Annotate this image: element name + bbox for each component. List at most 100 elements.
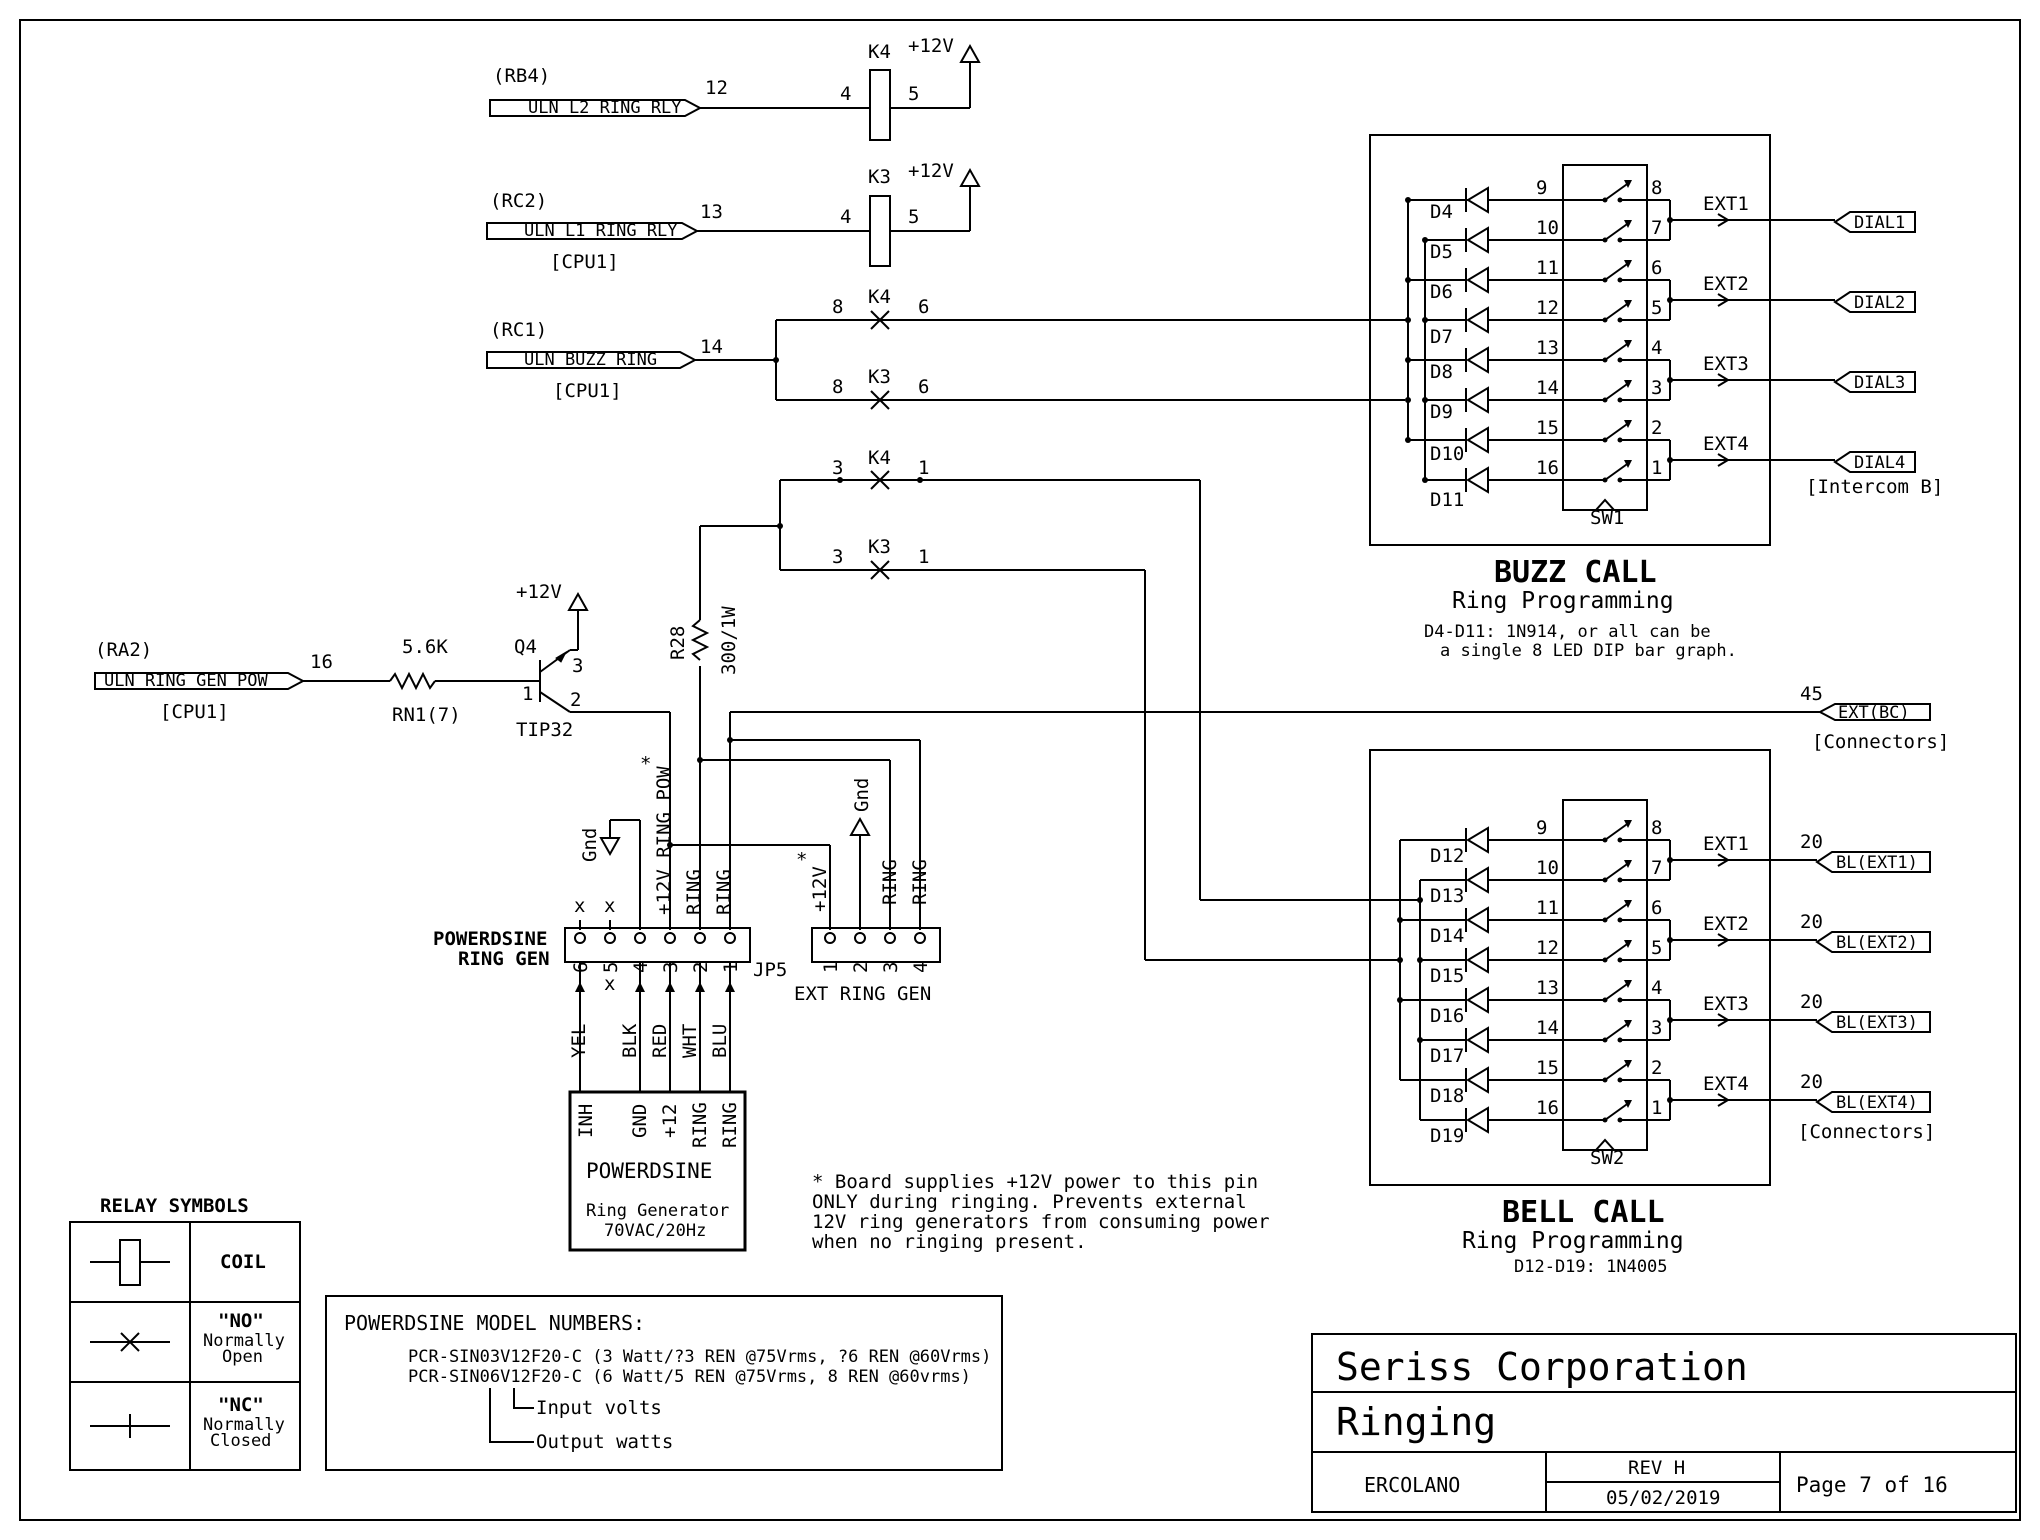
k4-bell-label: K4: [868, 447, 891, 469]
switch-row: 12 5: [1425, 297, 1670, 334]
input-ra2-pin: 16: [310, 651, 333, 673]
d11-label: D11: [1430, 489, 1464, 511]
switch-left-pin: 15: [1536, 1057, 1559, 1079]
bell-pin4: 20: [1800, 1071, 1823, 1093]
ext-gen-gnd-label: Gnd: [851, 778, 873, 812]
jp5-ring-pow-label: +12V RING POW: [653, 766, 675, 915]
footnote: * Board supplies +12V power to this pin …: [812, 1171, 1270, 1253]
ext-output: [1667, 1080, 1817, 1120]
intercom-ref: [Intercom B]: [1806, 476, 1943, 498]
k4-coil-pin4: 4: [840, 83, 851, 105]
input-rb4-label: ULN L2 RING RLY: [528, 98, 682, 118]
switch-left-pin: 9: [1536, 177, 1547, 199]
module-desc2: 70VAC/20Hz: [604, 1221, 706, 1241]
ext-output: [1667, 920, 1817, 960]
buzz-note2: a single 8 LED DIP bar graph.: [1440, 641, 1737, 661]
switch-left-pin: 12: [1536, 297, 1559, 319]
k3-v12: +12V: [908, 160, 954, 182]
ext-bc-label: EXT(BC): [1838, 703, 1910, 723]
model-line2: PCR-SIN06V12F20-C (6 Watt/5 REN @75Vrms,…: [408, 1367, 971, 1387]
input-rc1-port: (RC1): [490, 319, 547, 341]
ext-output: [1667, 200, 1835, 240]
k3-contact-label: K3: [868, 366, 891, 388]
d17-label: D17: [1430, 1045, 1464, 1067]
input-rc1-label: ULN BUZZ RING: [524, 350, 657, 370]
page-number: Page 7 of 16: [1796, 1473, 1948, 1497]
bell-connectors-ref: [Connectors]: [1798, 1121, 1935, 1143]
d6-label: D6: [1430, 281, 1453, 303]
d13-label: D13: [1430, 885, 1464, 907]
bell-pin1: 20: [1800, 831, 1823, 853]
k4-bell-pin3: 3: [832, 457, 843, 479]
input-rc2-label: ULN L1 RING RLY: [524, 221, 678, 241]
bl-ext3: BL(EXT3): [1836, 1013, 1918, 1033]
switch-left-pin: 12: [1536, 937, 1559, 959]
q4-v12: +12V: [516, 581, 562, 603]
bell-ext3: EXT3: [1703, 993, 1749, 1015]
k3-label: K3: [868, 166, 891, 188]
diode-icon: [1466, 466, 1489, 494]
jp5-pin5-nc-bottom: x: [604, 973, 615, 995]
switch-right-pin: 2: [1651, 417, 1662, 439]
bl-ext2: BL(EXT2): [1836, 933, 1918, 953]
switch-right-pin: 1: [1651, 1097, 1662, 1119]
date: 05/02/2019: [1606, 1487, 1720, 1509]
k4-contact-label: K4: [868, 286, 891, 308]
bell-title: BELL CALL: [1502, 1195, 1665, 1230]
switch-left-pin: 15: [1536, 417, 1559, 439]
no-desc1: Normally: [203, 1331, 285, 1351]
switch-row: 15 2: [1400, 1057, 1670, 1094]
buzz-ring-input: ULN BUZZ RING (RC1) [CPU1] 14 8 K4 6 8 K…: [486, 286, 1405, 410]
k3-contact-pin8: 8: [832, 376, 843, 398]
buzz-title: BUZZ CALL: [1494, 555, 1657, 590]
bell-pin3: 20: [1800, 991, 1823, 1013]
wire-wht: WHT: [679, 1024, 701, 1058]
k3-bell-pin3: 3: [832, 546, 843, 568]
model-output-watts: Output watts: [536, 1431, 673, 1453]
module-pin-12: +12: [659, 1104, 681, 1138]
ext-gen-star: *: [796, 849, 807, 871]
diode-icon: [1466, 306, 1489, 334]
model-input-volts: Input volts: [536, 1397, 662, 1419]
switch-right-pin: 7: [1651, 857, 1662, 879]
switch-row: 15 2: [1408, 417, 1670, 454]
jp5-pin6-nc: x: [574, 895, 585, 917]
diode-icon: [1466, 1106, 1489, 1134]
jp5-ring-label-b: RING: [713, 869, 735, 915]
input-rc1-pin: 14: [700, 336, 723, 358]
bell-ext4: EXT4: [1703, 1073, 1749, 1095]
switch-right-pin: 5: [1651, 297, 1662, 319]
coil-label: COIL: [220, 1251, 266, 1273]
nc-label: "NC": [218, 1394, 264, 1416]
k3-bell-label: K3: [868, 536, 891, 558]
rn1-name: RN1(7): [392, 704, 461, 726]
ext-gen-ring-b: RING: [909, 859, 931, 905]
input-rc2-port: (RC2): [490, 190, 547, 212]
switch-left-pin: 14: [1536, 377, 1559, 399]
ring-gen-power-driver: ULN RING GEN POW (RA2) [CPU1] 16 5.6K RN…: [94, 581, 671, 930]
module-pin-inh: INH: [575, 1104, 597, 1138]
d5-label: D5: [1430, 241, 1453, 263]
diode-icon: [1466, 906, 1489, 934]
ext-ring-gen-connector: 1 2 3 4 EXT RING GEN Gnd +12V * RING RIN…: [794, 778, 941, 1005]
relay-coil-k4: ULN L2 RING RLY (RB4) 12 4 K4 5 +12V: [489, 35, 981, 141]
bell-ext2: EXT2: [1703, 913, 1749, 935]
model-line1: PCR-SIN03V12F20-C (3 Watt/?3 REN @75Vrms…: [408, 1347, 991, 1367]
q4-pin2: 2: [570, 689, 581, 711]
q4-label: Q4: [514, 636, 537, 658]
sheet-title: Ringing: [1336, 1400, 1496, 1444]
footnote-line3: 12V ring generators from consuming power: [812, 1211, 1270, 1233]
relay-coil-k3: ULN L1 RING RLY (RC2) [CPU1] 13 4 K3 5 +…: [486, 160, 981, 273]
model-numbers-box: POWERDSINE MODEL NUMBERS: PCR-SIN03V12F2…: [325, 1295, 1003, 1471]
module-pin-ring-a: RING: [689, 1102, 711, 1148]
switch-right-pin: 3: [1651, 1017, 1662, 1039]
switch-right-pin: 2: [1651, 1057, 1662, 1079]
bell-pin2: 20: [1800, 911, 1823, 933]
k3-coil-pin4: 4: [840, 206, 851, 228]
diode-icon: [1466, 346, 1489, 374]
